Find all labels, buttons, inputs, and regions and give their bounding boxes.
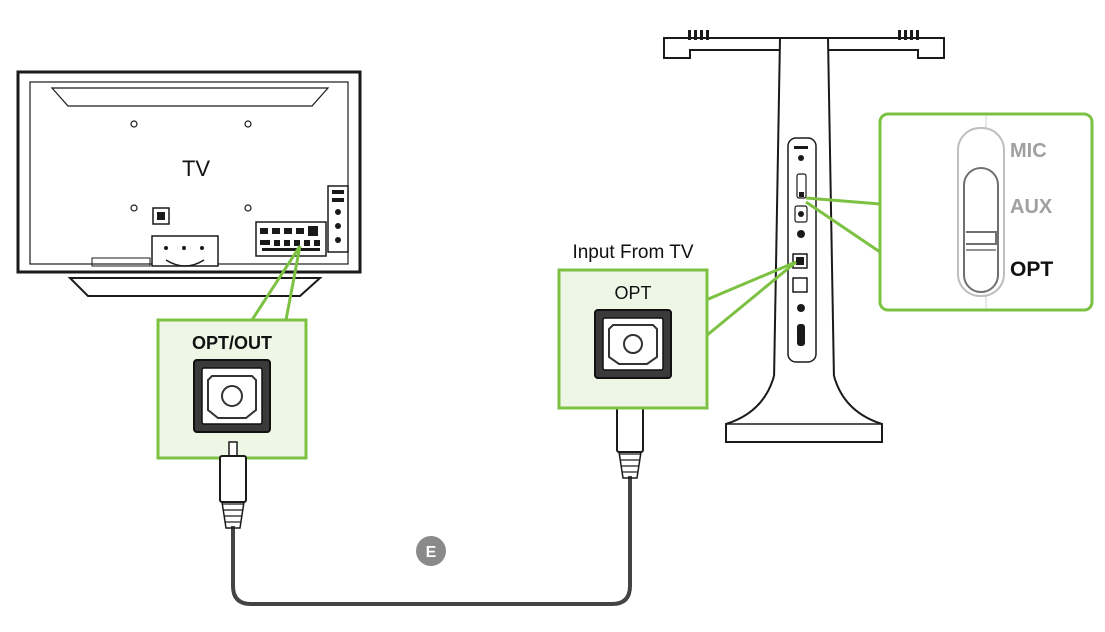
switch-option-opt: OPT — [1010, 258, 1053, 281]
tv-illustration — [16, 70, 362, 297]
optical-cable — [219, 391, 644, 606]
input-from-tv-caption: Input From TV — [572, 242, 693, 263]
switch-option-mic: MIC — [1010, 140, 1047, 162]
tv-label: TV — [182, 156, 210, 181]
cable-marker-badge — [416, 536, 446, 566]
stand-port-label: OPT — [614, 283, 651, 303]
optical-port-icon — [193, 359, 271, 433]
switch-option-aux: AUX — [1010, 196, 1053, 218]
optical-port-icon — [594, 309, 672, 379]
mode-switch[interactable] — [957, 127, 1005, 297]
tv-port-label: OPT/OUT — [192, 333, 272, 353]
cable-marker: E — [426, 544, 437, 561]
headphone-stand-illustration — [663, 30, 945, 443]
